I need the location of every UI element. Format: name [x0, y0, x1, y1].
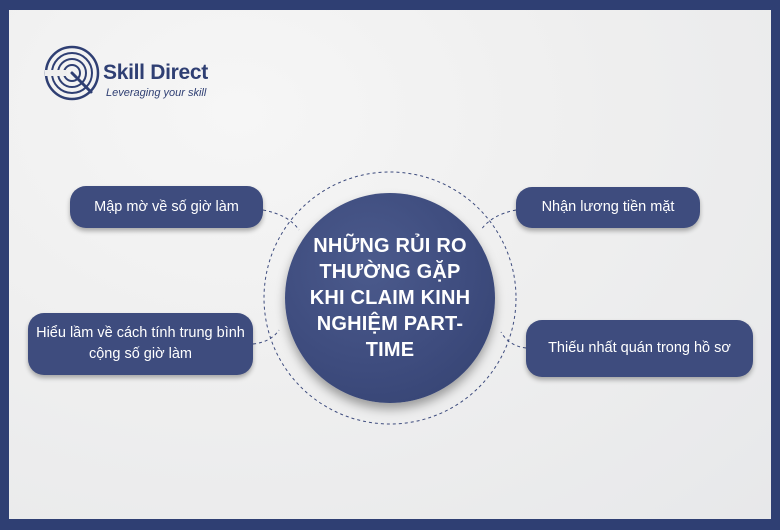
target-icon — [44, 45, 100, 101]
logo-name: Skill Direct — [103, 61, 208, 84]
logo-tagline: Leveraging your skill — [106, 87, 207, 99]
connector-lines — [252, 171, 527, 425]
risk-label: Hiểu lầm về cách tính trung bình cộng số… — [36, 325, 245, 362]
center-node: NHỮNG RỦI RO THƯỜNG GẶP KHI CLAIM KINH N… — [285, 193, 495, 403]
risk-node-average-hours: Hiểu lầm về cách tính trung bình cộng số… — [28, 313, 253, 375]
risk-label: Thiếu nhất quán trong hồ sơ — [548, 340, 731, 356]
skill-direct-logo: Skill Direct Leveraging your skill — [43, 44, 223, 104]
risk-label: Nhận lương tiền mặt — [541, 199, 675, 215]
risk-node-working-hours: Mập mờ về số giờ làm — [70, 186, 263, 228]
risk-label: Mập mờ về số giờ làm — [94, 198, 239, 215]
diagram-canvas: Skill Direct Leveraging your skill NHỮNG… — [9, 10, 771, 519]
risk-node-cash-salary: Nhận lương tiền mặt — [516, 187, 700, 228]
center-title: NHỮNG RỦI RO THƯỜNG GẶP KHI CLAIM KINH N… — [309, 235, 471, 361]
risk-node-inconsistent-profile: Thiếu nhất quán trong hồ sơ — [526, 320, 753, 377]
